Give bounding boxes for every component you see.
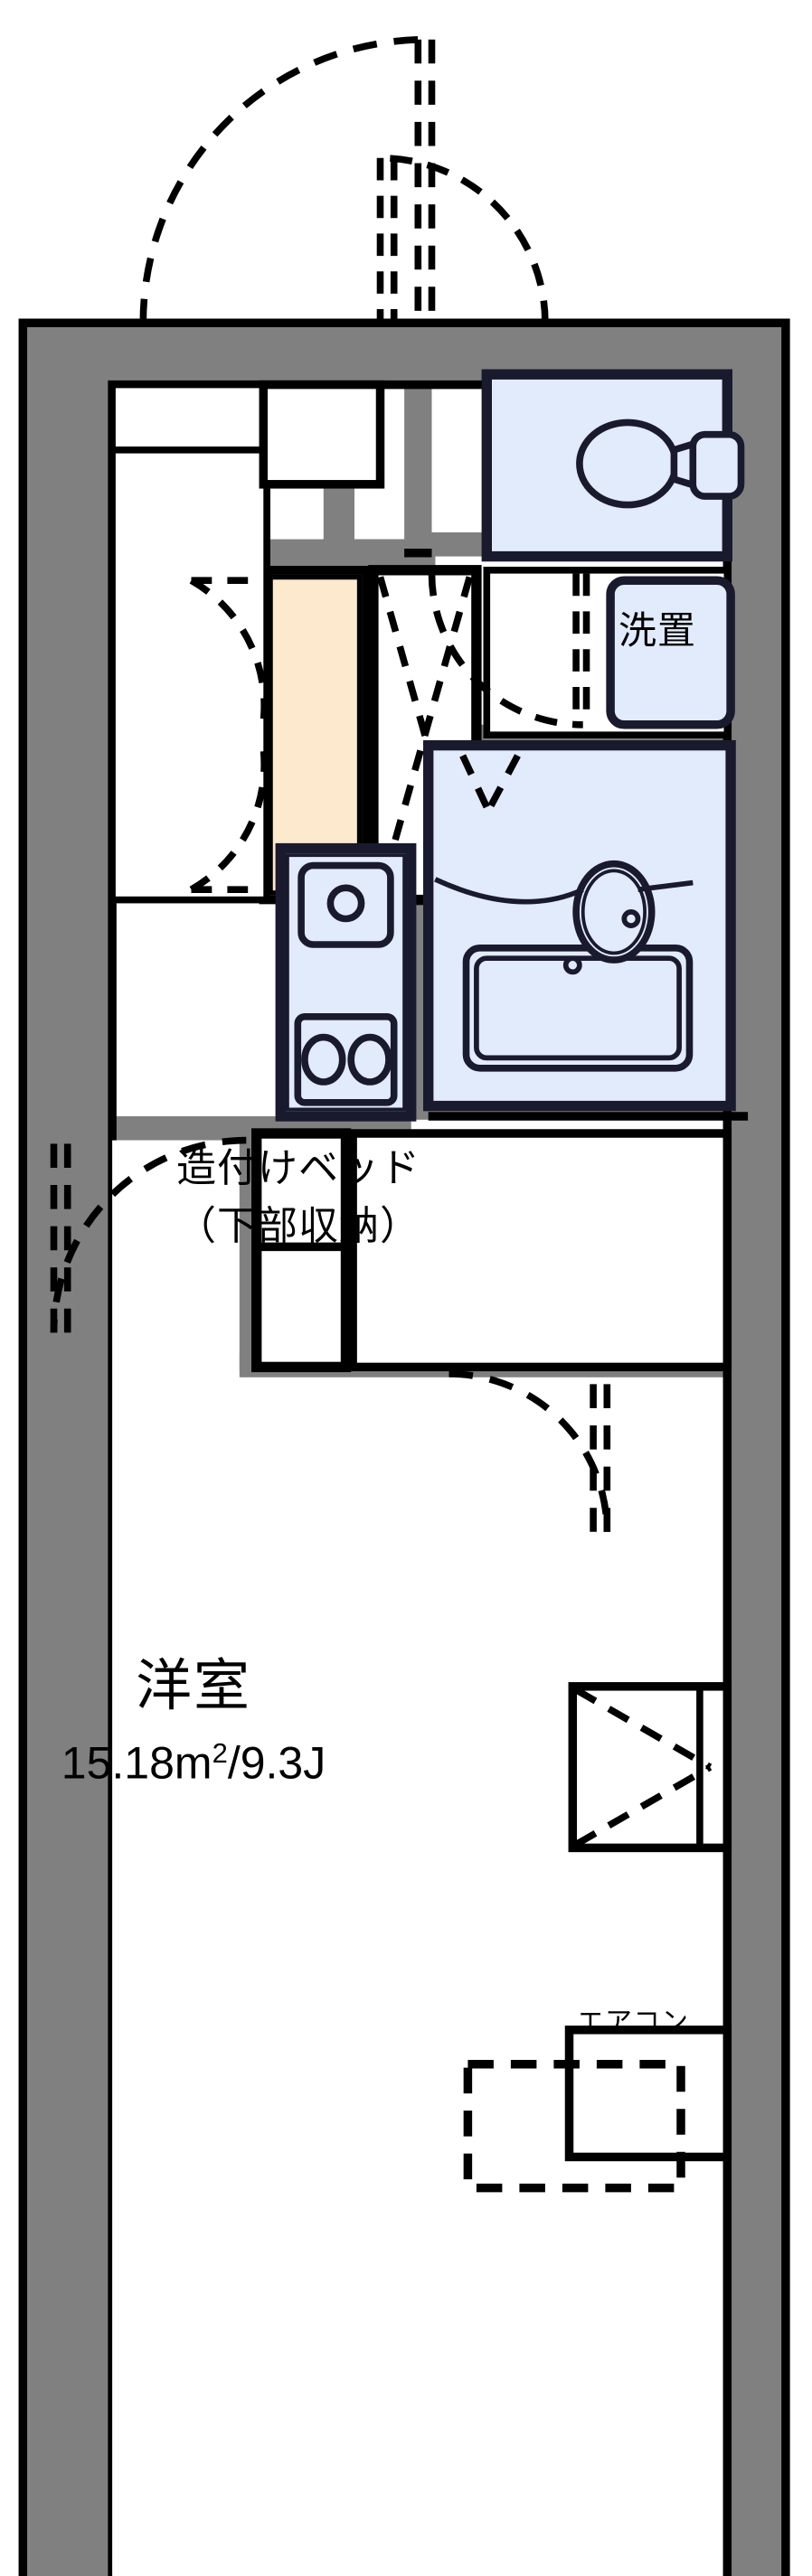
- room-area-label: 15.18m2/9.3J: [61, 1737, 326, 1789]
- washer-label: 洗置: [618, 609, 697, 652]
- kitchen: [275, 842, 417, 1122]
- window-right: [568, 1682, 732, 1853]
- built-in-bed-label-line1: 造付けベッド: [176, 1146, 420, 1190]
- utility-block-outline: [404, 549, 749, 1121]
- room-area-value: 15.18m: [61, 1737, 212, 1789]
- built-in-bed-label-line2: （下部収納）: [176, 1204, 420, 1248]
- main-room-area: [112, 1140, 240, 2576]
- alcove-right: [564, 2026, 732, 2162]
- page-title: 洋室: [135, 1655, 252, 1717]
- washing-machine-space: [428, 567, 735, 738]
- bathroom: [423, 739, 736, 1112]
- square-meter-superscript: 2: [212, 1737, 228, 1769]
- door-swings: [50, 35, 611, 1532]
- built-in-bed-area: [348, 1129, 732, 1372]
- toilet-room: [481, 369, 745, 562]
- closet-shelf: [251, 1128, 352, 1373]
- air-conditioner: [463, 2060, 685, 2193]
- room-area-jo: /9.3J: [227, 1737, 326, 1789]
- air-conditioner-label: エアコン: [577, 2007, 689, 2037]
